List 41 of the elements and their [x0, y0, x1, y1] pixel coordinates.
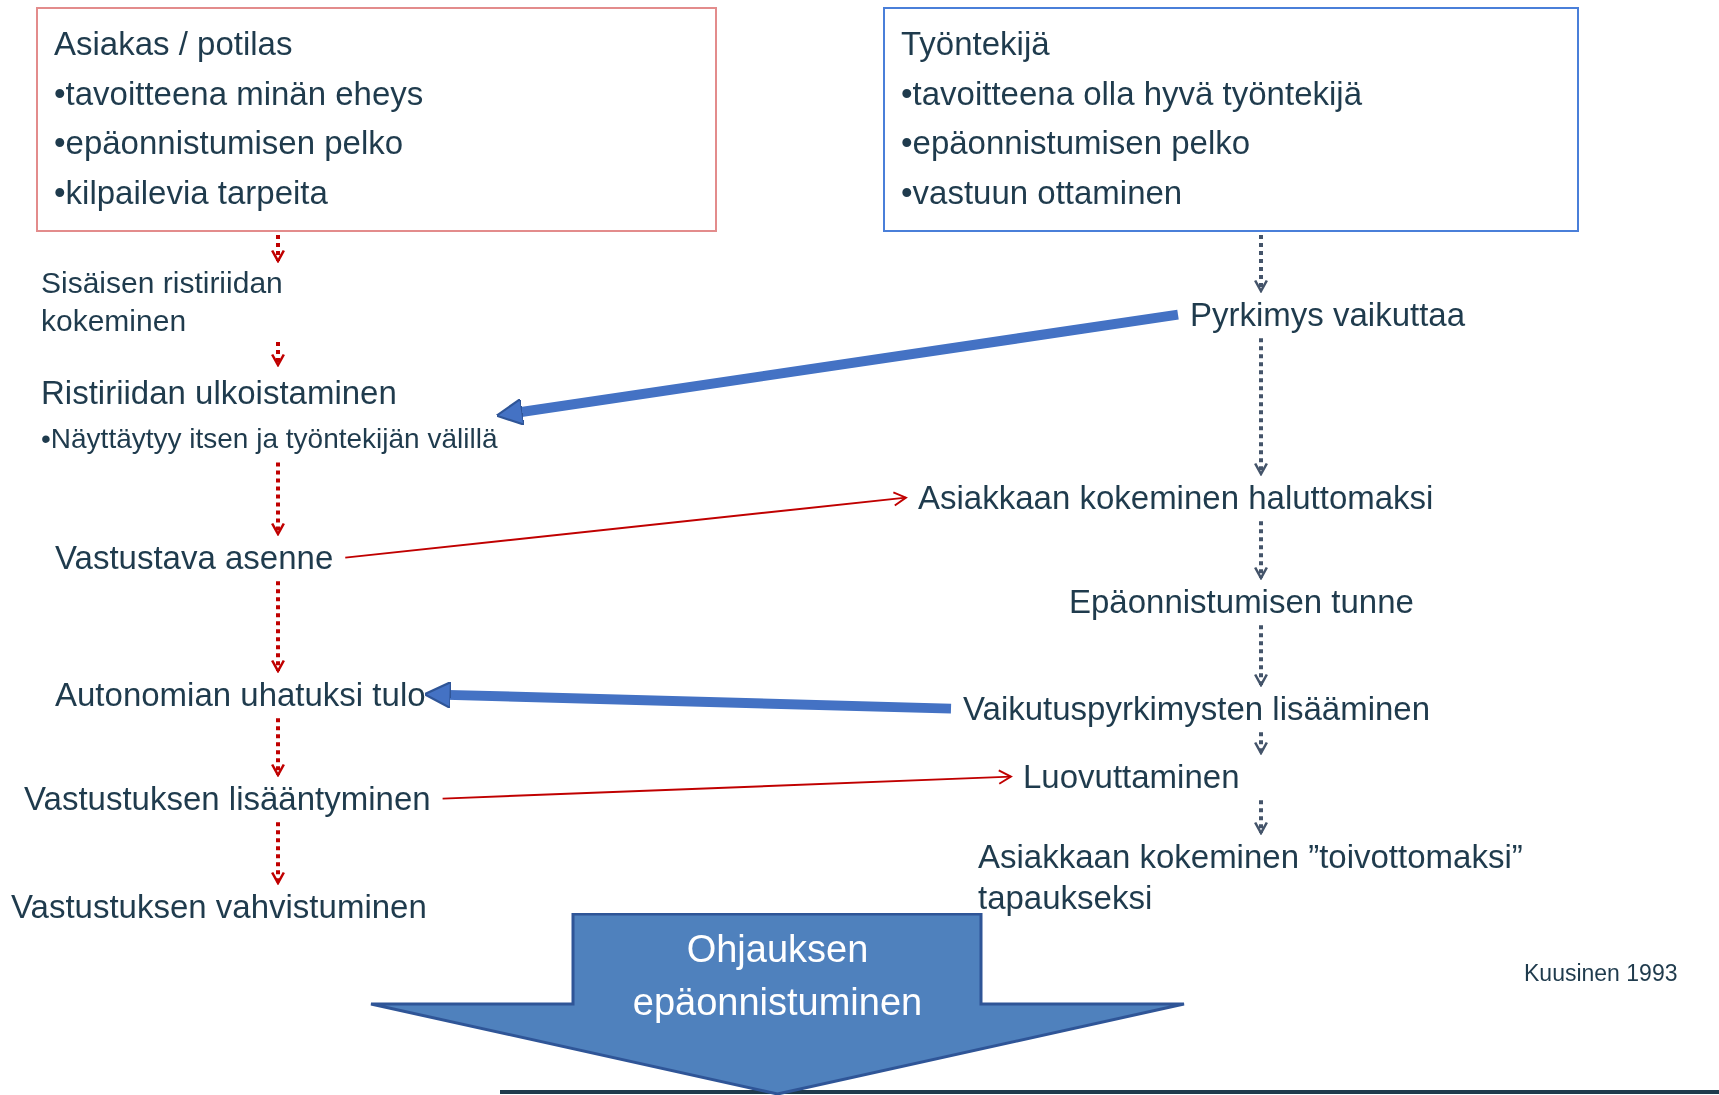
box-heading: Työntekijä [901, 24, 1051, 64]
arrow [270, 235, 286, 263]
text-box [883, 7, 1579, 232]
arrow [423, 680, 952, 714]
step-text: Asiakkaan kokeminen haluttomaksi [918, 477, 1434, 519]
arrow [270, 718, 286, 777]
arrow [1253, 625, 1269, 687]
arrow [270, 581, 286, 673]
step-text: Luovuttaminen [1023, 756, 1240, 798]
arrow [1253, 521, 1269, 580]
bullet-text: •Näyttäytyy itsen ja työntekijän välillä [41, 421, 498, 456]
text-box [36, 7, 717, 232]
arrow-label: Ohjauksen epäonnistuminen [631, 927, 924, 1026]
arrow [1253, 235, 1269, 293]
arrow [1253, 338, 1269, 476]
bullet-text: •kilpailevia tarpeita [54, 172, 329, 213]
box-heading: Asiakas / potilas [54, 24, 294, 64]
arrow [1253, 732, 1269, 755]
arrow [270, 342, 286, 367]
step-text: Sisäisen ristiriidan kokeminen [41, 264, 341, 339]
arrow [344, 491, 907, 559]
bullet-text: •tavoitteena minän eheys [54, 73, 425, 114]
step-text: Vastustuksen lisääntyminen [24, 778, 431, 820]
step-text: Autonomian uhatuksi tulo [55, 674, 426, 716]
step-text: Pyrkimys vaikuttaa [1190, 294, 1466, 336]
bullet-text: •tavoitteena olla hyvä työntekijä [901, 73, 1363, 114]
arrow [441, 769, 1012, 800]
arrow [270, 462, 286, 536]
step-text: Vaikutuspyrkimysten lisääminen [963, 688, 1431, 730]
bullet-text: •epäonnistumisen pelko [901, 123, 1252, 163]
bullet-text: •vastuun ottaminen [901, 172, 1184, 213]
arrow [270, 822, 286, 885]
step-text: Ristiriidan ulkoistaminen [41, 373, 398, 413]
step-text: Asiakkaan kokeminen ”toivottomaksi” tapaukseksi [978, 836, 1678, 919]
step-text: Vastustava asenne [55, 537, 334, 579]
step-text: Epäonnistumisen tunne [1069, 581, 1414, 623]
arrow [1253, 800, 1269, 835]
arrow [495, 309, 1179, 426]
bullet-text: •epäonnistumisen pelko [54, 123, 405, 163]
citation-text: Kuusinen 1993 [1524, 960, 1678, 987]
step-text: Vastustuksen vahvistuminen [11, 886, 427, 928]
